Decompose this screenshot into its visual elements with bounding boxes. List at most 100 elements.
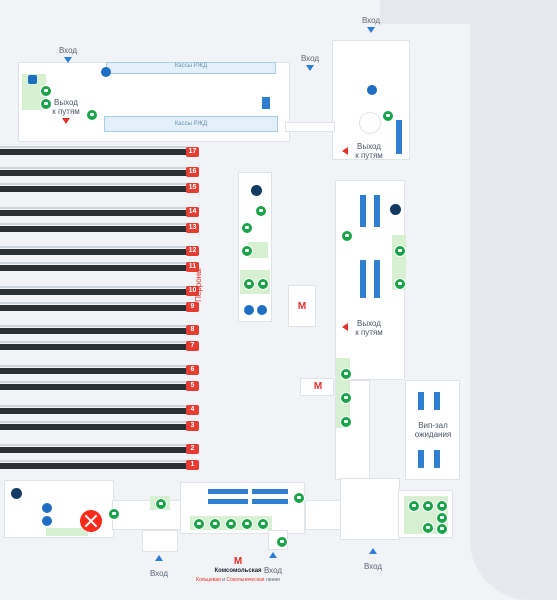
cafe-icon[interactable] bbox=[293, 492, 305, 504]
cafe-icon[interactable] bbox=[257, 518, 269, 530]
bottom-right-hall bbox=[340, 478, 400, 540]
cafe-icon[interactable] bbox=[86, 109, 98, 121]
exit-to-tracks-top-left: Выход к путям bbox=[46, 98, 86, 116]
platform-badge-4[interactable]: 4 bbox=[186, 405, 199, 415]
cafe-icon[interactable] bbox=[155, 498, 167, 510]
seating-right-3 bbox=[360, 260, 366, 298]
bottom-left-green-zone bbox=[46, 528, 88, 536]
atm-icon[interactable] bbox=[257, 305, 267, 315]
exit-arrow-right-1 bbox=[342, 147, 348, 155]
atm-icon[interactable] bbox=[42, 516, 52, 526]
kassa-bottom: Кассы РЖД bbox=[104, 116, 278, 132]
exit-line2: к путям bbox=[52, 107, 80, 116]
atm-icon[interactable] bbox=[244, 305, 254, 315]
atm-icon[interactable] bbox=[42, 503, 52, 513]
cafe-icon[interactable] bbox=[422, 500, 434, 512]
cafe-icon[interactable] bbox=[108, 508, 120, 520]
center-green-zone-1 bbox=[248, 242, 268, 258]
cafe-icon[interactable] bbox=[40, 85, 52, 97]
track-5 bbox=[0, 381, 187, 390]
entrance-stub-left bbox=[142, 530, 178, 552]
platform-badge-2[interactable]: 2 bbox=[186, 444, 199, 454]
platform-badge-15[interactable]: 15 bbox=[186, 183, 199, 193]
entrance-label-top-mid: Вход bbox=[300, 54, 320, 63]
platform-badge-1[interactable]: 1 bbox=[186, 460, 199, 470]
cafe-icon[interactable] bbox=[255, 205, 267, 217]
metro-line-2: Сокольническая bbox=[226, 577, 265, 583]
platform-badge-12[interactable]: 12 bbox=[186, 246, 199, 256]
cafe-icon[interactable] bbox=[241, 222, 253, 234]
exit-arrow-top-left bbox=[62, 118, 70, 124]
track-9 bbox=[0, 302, 187, 311]
info-icon[interactable] bbox=[101, 67, 111, 77]
cafe-icon[interactable] bbox=[257, 278, 269, 290]
cafe-icon[interactable] bbox=[340, 368, 352, 380]
platform-badge-8[interactable]: 8 bbox=[186, 325, 199, 335]
entrance-arrow-bottom-left bbox=[155, 555, 163, 561]
platform-badge-14[interactable]: 14 bbox=[186, 207, 199, 217]
vip-label: Вип-зал ожидания bbox=[410, 421, 456, 439]
cafe-icon[interactable] bbox=[382, 110, 394, 122]
kassa-top: Кассы РЖД bbox=[106, 62, 276, 74]
platform-badge-11[interactable]: 11 bbox=[186, 262, 199, 272]
toilet-icon[interactable] bbox=[11, 488, 22, 499]
toilet-icon[interactable] bbox=[251, 185, 262, 196]
cafe-icon[interactable] bbox=[341, 230, 353, 242]
atm-icon[interactable] bbox=[367, 85, 377, 95]
platform-badge-17[interactable]: 17 bbox=[186, 147, 199, 157]
metro-icon[interactable]: M bbox=[297, 301, 307, 312]
platform-badge-5[interactable]: 5 bbox=[186, 381, 199, 391]
cafe-icon[interactable] bbox=[241, 245, 253, 257]
exit-line2: к путям bbox=[355, 328, 383, 337]
track-11 bbox=[0, 262, 187, 271]
bottom-seating-1 bbox=[208, 489, 248, 494]
platform-badge-7[interactable]: 7 bbox=[186, 341, 199, 351]
cafe-icon[interactable] bbox=[394, 278, 406, 290]
metro-line-1: Кольцевая bbox=[196, 577, 221, 583]
exit-line1: Выход bbox=[54, 98, 78, 107]
track-2 bbox=[0, 444, 187, 453]
exit-arrow-right-2 bbox=[342, 323, 348, 331]
cafe-icon[interactable] bbox=[408, 500, 420, 512]
vip-seating-3 bbox=[418, 450, 424, 468]
metro-station-name: Комсомольская bbox=[214, 568, 262, 574]
platform-badge-3[interactable]: 3 bbox=[186, 421, 199, 431]
platform-badge-9[interactable]: 9 bbox=[186, 302, 199, 312]
track-8 bbox=[0, 325, 187, 334]
track-12 bbox=[0, 246, 187, 255]
metro-icon[interactable]: M bbox=[233, 556, 243, 567]
track-15 bbox=[0, 183, 187, 192]
cafe-icon[interactable] bbox=[340, 392, 352, 404]
platform-badge-10[interactable]: 10 bbox=[186, 286, 199, 296]
seating-right-4 bbox=[374, 260, 380, 298]
cafe-icon[interactable] bbox=[340, 416, 352, 428]
street-right bbox=[470, 0, 557, 600]
cafe-icon[interactable] bbox=[276, 536, 288, 548]
cafe-icon[interactable] bbox=[241, 518, 253, 530]
toilet-icon[interactable] bbox=[390, 204, 401, 215]
exit-line1: Выход bbox=[357, 319, 381, 328]
platform-badge-16[interactable]: 16 bbox=[186, 167, 199, 177]
metro-icon[interactable]: M bbox=[313, 381, 323, 392]
cafe-icon[interactable] bbox=[243, 278, 255, 290]
entrance-label-top-left: Вход bbox=[58, 46, 78, 55]
vip-line2: ожидания bbox=[414, 430, 452, 439]
vip-seating-1 bbox=[418, 392, 424, 410]
cafe-icon[interactable] bbox=[225, 518, 237, 530]
platform-badge-13[interactable]: 13 bbox=[186, 223, 199, 233]
platform-badge-6[interactable]: 6 bbox=[186, 365, 199, 375]
track-6 bbox=[0, 365, 187, 374]
track-16 bbox=[0, 167, 187, 176]
cafe-icon[interactable] bbox=[436, 523, 448, 535]
entrance-arrow-top-left bbox=[64, 57, 72, 63]
cafe-icon[interactable] bbox=[40, 98, 52, 110]
cafe-icon[interactable] bbox=[422, 522, 434, 534]
metro-block bbox=[288, 285, 316, 327]
cafe-icon[interactable] bbox=[193, 518, 205, 530]
cafe-icon[interactable] bbox=[209, 518, 221, 530]
entrance-arrow-top-mid bbox=[306, 65, 314, 71]
cafe-icon[interactable] bbox=[436, 500, 448, 512]
cafe-icon[interactable] bbox=[394, 245, 406, 257]
seating-top-left-hall bbox=[262, 97, 270, 109]
toilet-icon[interactable] bbox=[28, 75, 37, 84]
